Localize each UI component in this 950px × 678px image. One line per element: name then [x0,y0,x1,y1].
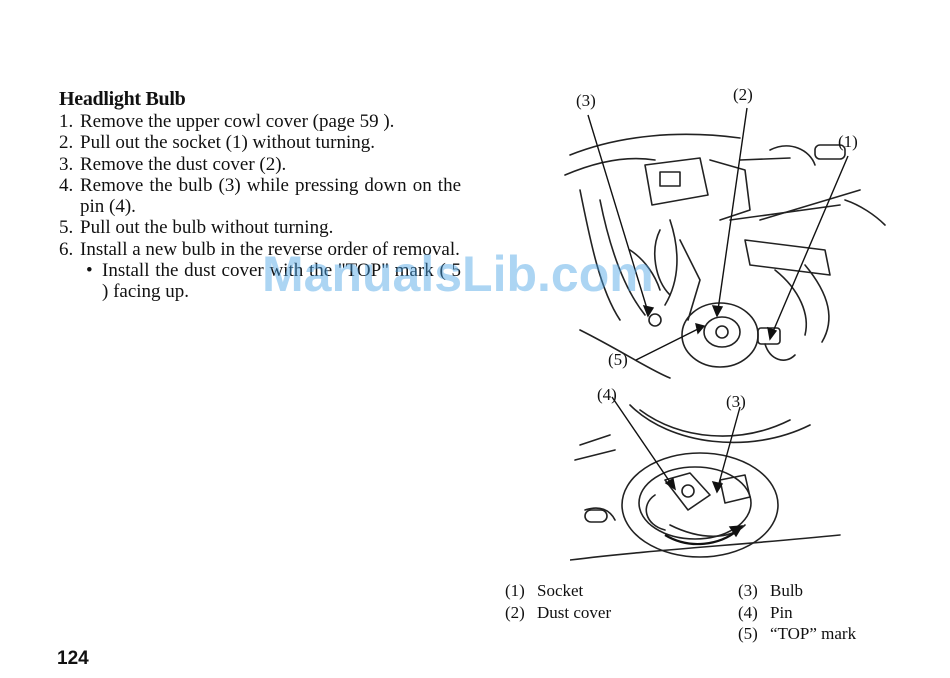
step-4: 4. Remove the bulb (3) while pressing do… [59,175,461,218]
step-number: 3. [59,153,74,175]
step-3: 3. Remove the dust cover (2). [59,154,461,175]
step-6: 6. Install a new bulb in the reverse ord… [59,239,461,260]
headlight-assembly-drawing [564,107,886,379]
legend-number: (3) [738,581,758,600]
step-text: Install a new bulb in the reverse order … [80,238,460,260]
callout-dust-cover: (2) [733,85,753,104]
callout-bulb: (3) [576,91,596,110]
step-number: 2. [59,132,74,154]
step-2: 2. Pull out the socket (1) without turni… [59,132,461,153]
legend-label: Bulb [770,581,804,600]
step-text: Pull out the socket (1) without turning. [80,132,376,154]
legend-number: (1) [505,581,525,600]
legend-label: Socket [537,581,584,600]
step-5: 5. Pull out the bulb without turning. [59,217,461,238]
bullet-icon: • [86,260,93,282]
step-text: Remove the bulb (3) while pressing down … [80,174,461,218]
step-1: 1. Remove the upper cowl cover (page 59 … [59,111,461,132]
step-6-bullet: • Install the dust cover with the "TOP" … [59,260,461,303]
bullet-text: Install the dust cover with the "TOP" ma… [102,260,461,303]
legend-label: Pin [770,602,793,622]
legend-item: (4) Pin [738,602,856,624]
legend-number: (2) [505,602,525,622]
step-number: 6. [59,238,74,260]
bulb-closeup-illustration: (4) (3) [569,385,850,580]
legend-left: (1) Socket (2) Dust cover [505,580,611,623]
callout-socket: (1) [838,132,858,151]
section-title: Headlight Bulb [59,88,186,110]
step-number: 1. [59,111,74,132]
watermark: ManualsLib.com [262,246,654,302]
legend-item: (3) Bulb [738,580,856,602]
legend-label: Dust cover [537,602,612,622]
step-text: Pull out the bulb without turning. [80,217,334,239]
step-text: Remove the upper cowl cover (page 59 ). [80,111,395,132]
bulb-closeup-drawing [569,396,841,561]
callout-bulb-closeup: (3) [726,392,746,411]
instruction-steps: 1. Remove the upper cowl cover (page 59 … [59,111,461,303]
legend-number: (5) [738,624,758,643]
legend-item: (2) Dust cover [505,602,611,624]
headlight-illustration: (3) (2) (1) (5) [560,80,890,380]
legend-right: (3) Bulb (4) Pin (5) “TOP” mark [738,580,856,645]
step-number: 5. [59,217,74,239]
legend-number: (4) [738,602,758,622]
callout-pin: (4) [597,385,617,404]
legend-item: (5) “TOP” mark [738,623,856,645]
step-number: 4. [59,174,74,196]
legend-item: (1) Socket [505,580,611,602]
callout-top-mark: (5) [608,350,628,369]
legend-label: “TOP” mark [770,624,857,643]
page-number: 124 [57,648,89,669]
step-text: Remove the dust cover (2). [80,153,287,175]
